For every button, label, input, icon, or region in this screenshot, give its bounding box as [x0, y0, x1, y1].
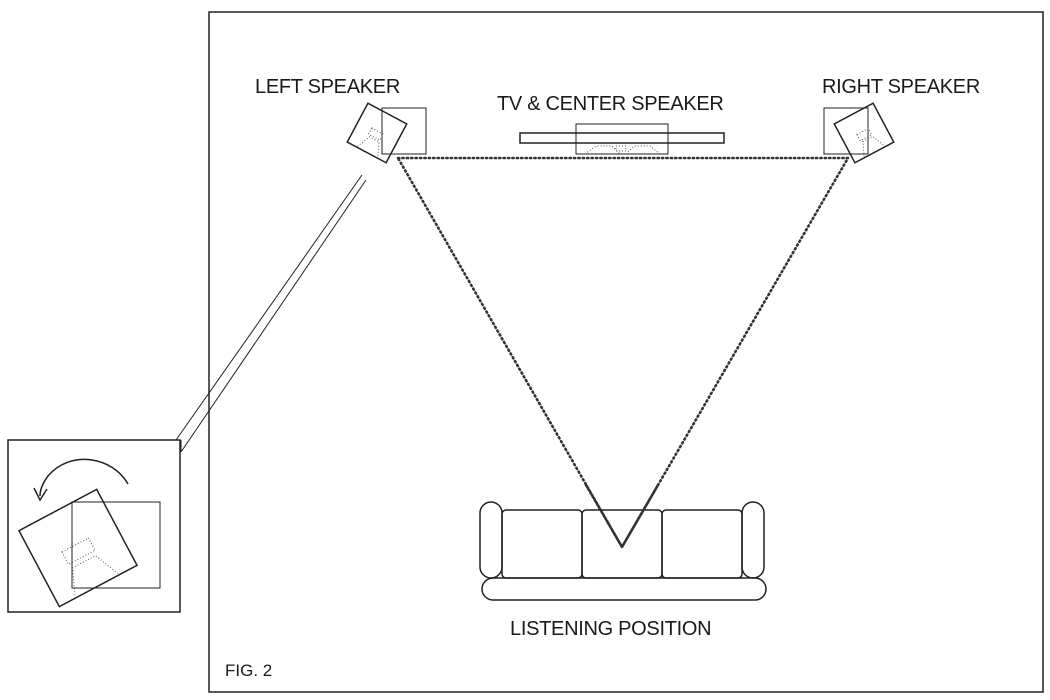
inset-speaker-detail [17, 458, 161, 608]
figure-label: FIG. 2 [225, 661, 272, 680]
listening-position-label: LISTENING POSITION [510, 618, 711, 640]
listening-triangle [395, 156, 851, 550]
inset-box [7, 439, 181, 613]
sofa [479, 501, 767, 601]
right-speaker [823, 102, 895, 164]
room-outline [208, 11, 1044, 693]
left-speaker-label: LEFT SPEAKER [255, 76, 400, 98]
left-speaker [346, 102, 427, 164]
tv-center-speaker [519, 123, 725, 155]
curved-arrow-icon [33, 458, 129, 502]
callout-lines [175, 174, 367, 453]
right-speaker-label: RIGHT SPEAKER [822, 76, 980, 98]
tv-center-speaker-label: TV & CENTER SPEAKER [497, 93, 724, 115]
